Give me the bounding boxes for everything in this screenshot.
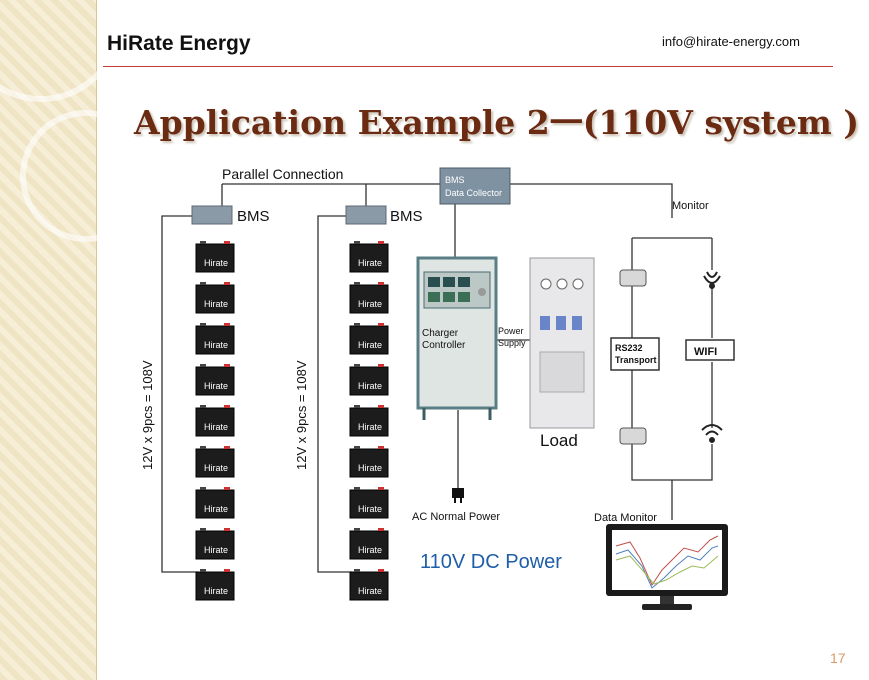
header-rule xyxy=(103,66,833,67)
decorative-ring xyxy=(20,110,152,242)
battery-icon: Hirate xyxy=(349,487,389,519)
wifi-signal-icon xyxy=(701,424,723,443)
serial-port-icon xyxy=(619,269,647,287)
battery-icon: Hirate xyxy=(349,282,389,314)
parallel-connection-label: Parallel Connection xyxy=(222,166,343,182)
collector-label: Data Collector xyxy=(445,188,502,198)
battery-string-2: HirateHirateHirateHirateHirateHirateHira… xyxy=(349,241,389,601)
battery-brand-label: Hirate xyxy=(358,545,382,555)
battery-brand-label: Hirate xyxy=(358,586,382,596)
battery-icon: Hirate xyxy=(349,528,389,560)
ac-plug-icon xyxy=(452,488,464,503)
rs232-label: Transport xyxy=(615,355,657,365)
wifi-box xyxy=(685,339,735,361)
charger-label: Charger xyxy=(422,328,459,339)
battery-brand-label: Hirate xyxy=(358,504,382,514)
data-monitor-screen xyxy=(606,524,728,610)
string-voltage-label: 12V x 9pcs = 108V xyxy=(294,360,309,470)
battery-brand-label: Hirate xyxy=(204,545,228,555)
bms-unit xyxy=(191,205,233,225)
battery-icon: Hirate xyxy=(349,241,389,273)
battery-icon: Hirate xyxy=(195,323,235,355)
battery-icon: Hirate xyxy=(195,282,235,314)
battery-brand-label: Hirate xyxy=(204,299,228,309)
battery-brand-label: Hirate xyxy=(204,258,228,268)
battery-icon: Hirate xyxy=(195,364,235,396)
charger-label: Controller xyxy=(422,340,466,351)
bms-label: BMS xyxy=(390,208,423,225)
bms-unit xyxy=(345,205,387,225)
battery-brand-label: Hirate xyxy=(358,258,382,268)
battery-icon: Hirate xyxy=(195,487,235,519)
contact-email: info@hirate-energy.com xyxy=(662,34,800,49)
battery-brand-label: Hirate xyxy=(358,381,382,391)
battery-brand-label: Hirate xyxy=(358,463,382,473)
bms-data-collector xyxy=(439,167,511,205)
battery-brand-label: Hirate xyxy=(204,340,228,350)
load-cabinet xyxy=(529,257,595,429)
ac-power-label: AC Normal Power xyxy=(412,511,500,523)
battery-brand-label: Hirate xyxy=(204,504,228,514)
battery-icon: Hirate xyxy=(195,528,235,560)
load-label: Load xyxy=(540,431,578,450)
battery-icon: Hirate xyxy=(349,323,389,355)
power-supply-label: Supply xyxy=(498,338,526,348)
battery-icon: Hirate xyxy=(349,446,389,478)
battery-icon: Hirate xyxy=(349,569,389,601)
page-number: 17 xyxy=(830,650,846,666)
battery-brand-label: Hirate xyxy=(358,422,382,432)
battery-string-1: HirateHirateHirateHirateHirateHirateHira… xyxy=(195,241,235,601)
wifi-signal-icon xyxy=(703,271,721,289)
battery-brand-label: Hirate xyxy=(204,463,228,473)
power-supply-label: Power xyxy=(498,326,524,336)
decorative-left-band xyxy=(0,0,152,680)
serial-port-icon xyxy=(619,427,647,445)
string-voltage-label: 12V x 9pcs = 108V xyxy=(140,360,155,470)
collector-label: BMS xyxy=(445,175,465,185)
monitor-label: Monitor xyxy=(672,200,709,212)
battery-icon: Hirate xyxy=(195,241,235,273)
dc-power-label: 110V DC Power xyxy=(420,551,562,573)
battery-brand-label: Hirate xyxy=(204,586,228,596)
battery-icon: Hirate xyxy=(195,446,235,478)
battery-brand-label: Hirate xyxy=(204,422,228,432)
rs232-label: RS232 xyxy=(615,343,643,353)
battery-brand-label: Hirate xyxy=(204,381,228,391)
battery-brand-label: Hirate xyxy=(358,340,382,350)
rs232-transport-box xyxy=(610,337,660,371)
battery-icon: Hirate xyxy=(195,569,235,601)
charger-controller-cabinet xyxy=(416,256,498,420)
battery-icon: Hirate xyxy=(195,405,235,437)
page-title: Application Example 2一(110V system ) xyxy=(134,103,859,142)
company-name: HiRate Energy xyxy=(107,32,251,55)
data-monitor-label: Data Monitor xyxy=(594,512,657,524)
wifi-label: WIFI xyxy=(694,346,717,358)
battery-icon: Hirate xyxy=(349,364,389,396)
battery-icon: Hirate xyxy=(349,405,389,437)
bms-label: BMS xyxy=(237,208,270,225)
battery-brand-label: Hirate xyxy=(358,299,382,309)
